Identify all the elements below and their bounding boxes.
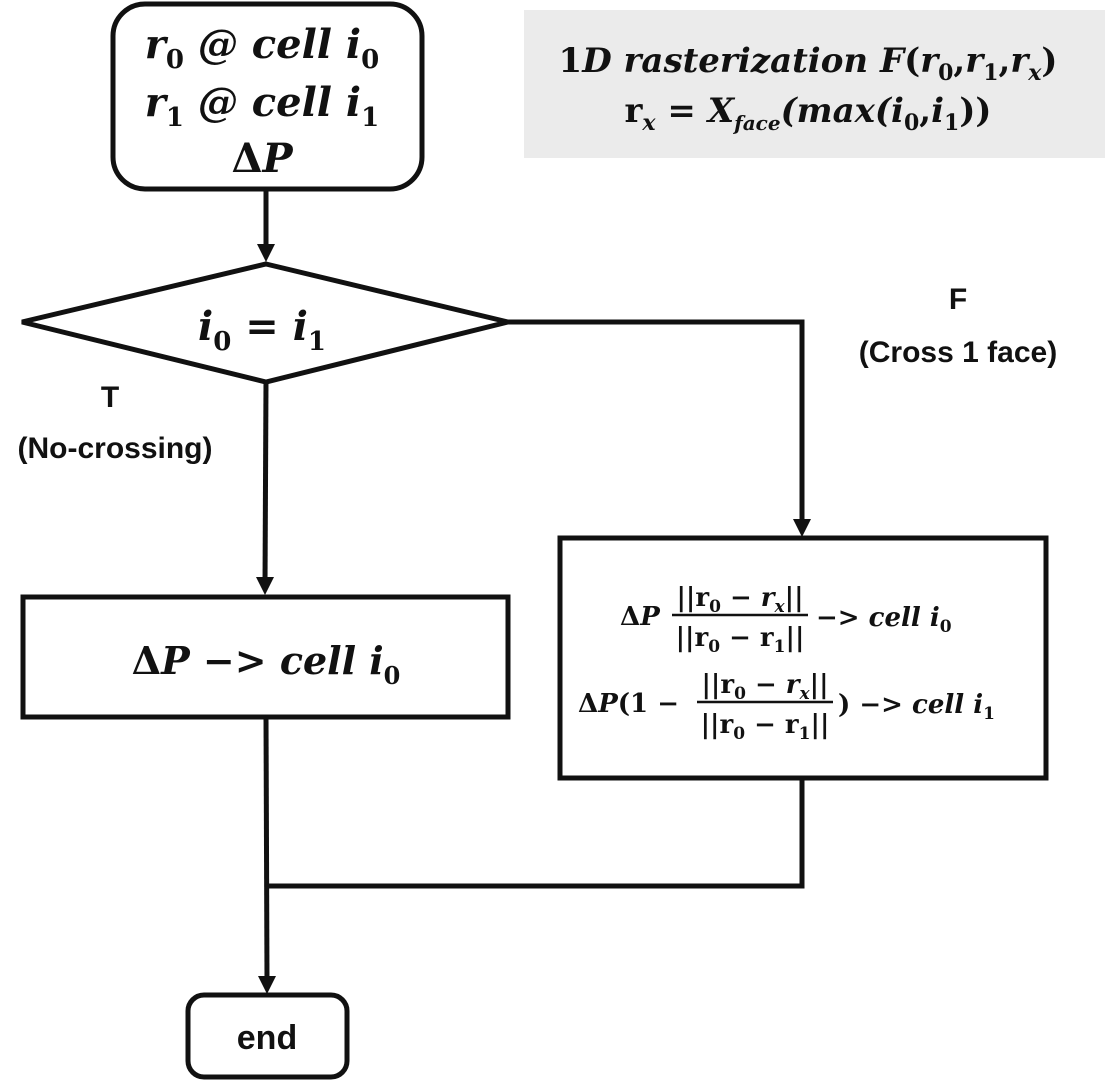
fraction-2-denominator: ||r0 − r1||	[701, 710, 830, 744]
fraction-1-denominator: ||r0 − r1||	[676, 623, 805, 657]
info-line-2: rx = Xface(max(i0,i1))	[624, 91, 991, 136]
fraction-1-numerator: ||r0 − rx||	[676, 583, 803, 617]
connector-false	[508, 319, 805, 525]
connector-true	[262, 381, 269, 586]
end-box	[185, 992, 350, 1080]
fraction-2-numerator: ||r0 − rx||	[701, 670, 828, 704]
svg-text:−> cell i0: −> cell i0	[816, 603, 952, 637]
svg-text:ΔP(1 −: ΔP(1 −	[578, 689, 679, 719]
process-true-text: ΔP −> cell i0	[132, 638, 401, 690]
branch-false-letter: F	[949, 283, 967, 316]
process-false-row-2: ΔP(1 − ||r0 − rx|| ||r0 − r1|| ) −> cell…	[578, 670, 995, 744]
branch-true-desc: (No-crossing)	[18, 432, 213, 465]
arrowhead-end	[258, 976, 276, 994]
svg-text:) −> cell i1: ) −> cell i1	[838, 690, 995, 724]
start-line-1: r0 @ cell i0	[145, 21, 379, 75]
start-line-3: ΔP	[231, 135, 294, 182]
info-box	[524, 10, 1105, 158]
arrowhead-false-box	[793, 519, 811, 537]
info-line-1: 1D rasterization F(r0,r1,rx)	[559, 41, 1058, 86]
process-false-row-1: ΔP ||r0 − rx|| ||r0 − r1|| −> cell i0	[620, 583, 952, 657]
arrowhead-true-box	[256, 577, 274, 595]
decision-condition: i0 = i1	[198, 303, 326, 357]
branch-false-desc: (Cross 1 face)	[859, 336, 1057, 369]
connector-true-down	[263, 716, 270, 983]
process-box-true	[20, 594, 511, 720]
connector-false-merge	[267, 778, 805, 889]
branch-true-letter: T	[101, 381, 119, 414]
process-box-false	[557, 535, 1049, 781]
end-label: end	[237, 1019, 297, 1057]
svg-text:ΔP: ΔP	[620, 602, 661, 632]
arrowhead-decision	[257, 244, 275, 262]
start-line-2: r1 @ cell i1	[145, 79, 379, 133]
